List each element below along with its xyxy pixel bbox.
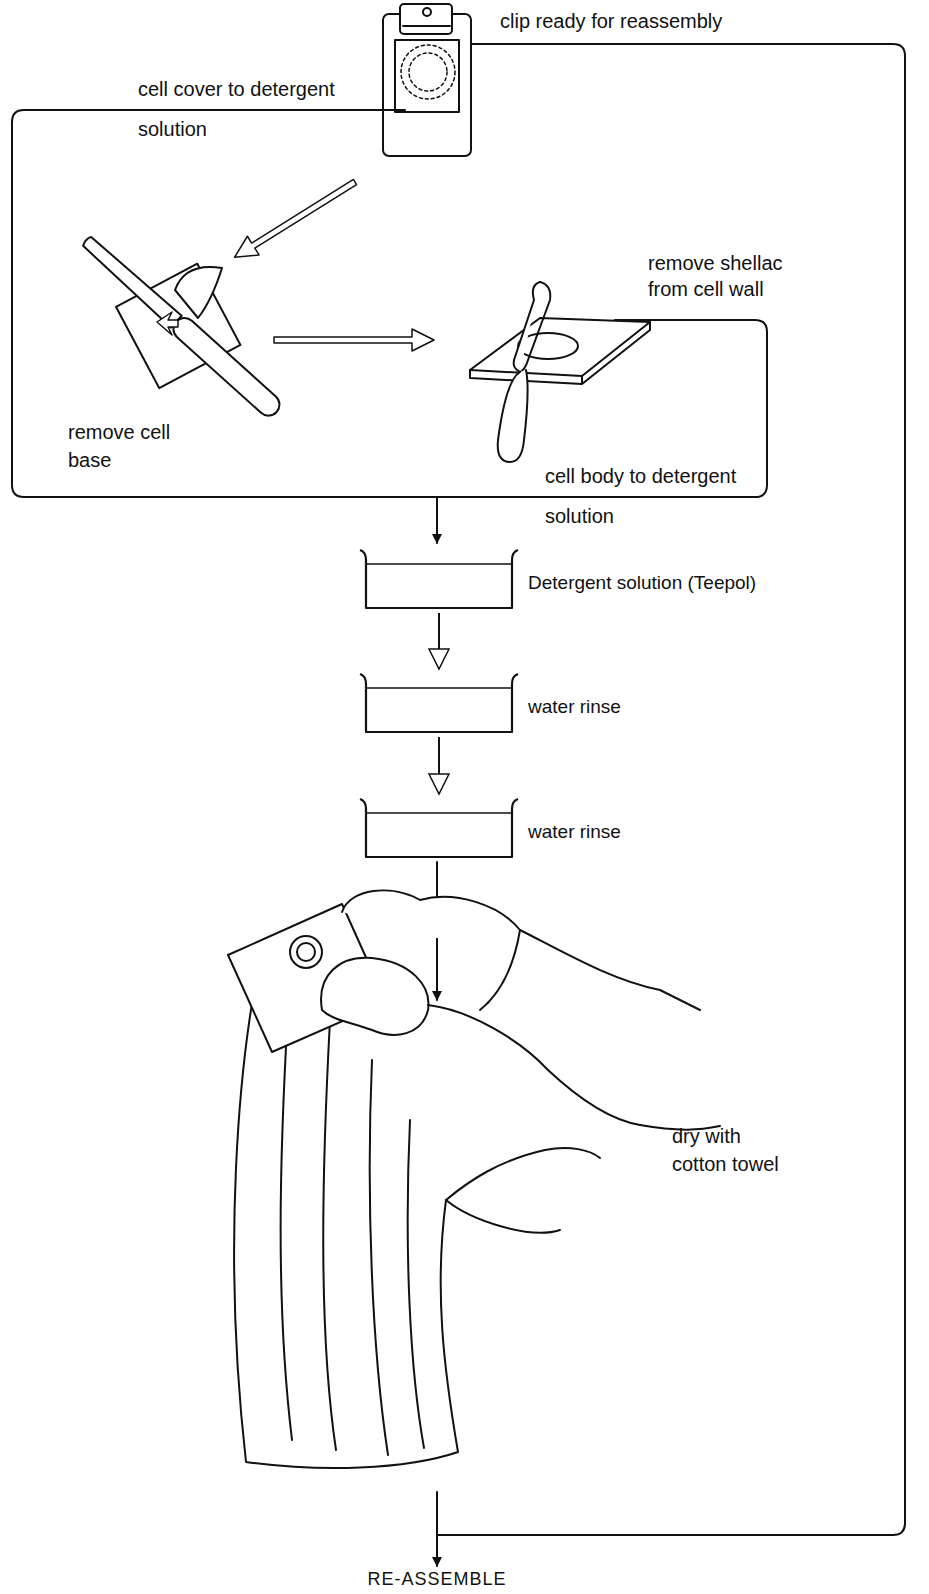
- note-label: remove shellac from cell wall: [648, 250, 818, 302]
- shellac-tool: [470, 282, 650, 462]
- note-label: cell body to detergent solution: [545, 456, 745, 536]
- note-label: RE-ASSEMBLE: [367, 1568, 506, 1590]
- note-label: remove cell base: [68, 418, 178, 474]
- flow-line: [436, 1492, 438, 1566]
- hollow-arrow: [274, 329, 434, 351]
- beaker-outline: [358, 672, 522, 736]
- cell-base-tool: [79, 232, 284, 420]
- hand-with-towel: [228, 890, 720, 1468]
- hollow-arrow: [438, 613, 440, 669]
- hollow-arrow: [438, 737, 440, 794]
- note-label: dry with cotton towel: [672, 1122, 797, 1178]
- beaker-outline: [358, 548, 522, 612]
- step-label: Detergent solution (Teepol): [528, 572, 756, 594]
- beaker-step: water rinse: [358, 672, 629, 734]
- hollow-arrow: [229, 173, 361, 267]
- beaker-step: water rinse: [358, 797, 629, 859]
- beaker-step: Detergent solution (Teepol): [358, 548, 765, 610]
- step-label: water rinse: [528, 696, 621, 718]
- note-label: clip ready for reassembly: [500, 8, 880, 34]
- return-line: [437, 44, 905, 1535]
- flow-line: [436, 497, 438, 543]
- note-label: cell cover to detergent solution: [138, 69, 338, 149]
- cover-line: [12, 110, 437, 497]
- beaker-outline: [358, 797, 522, 861]
- step-label: water rinse: [528, 821, 621, 843]
- clip: [383, 4, 471, 156]
